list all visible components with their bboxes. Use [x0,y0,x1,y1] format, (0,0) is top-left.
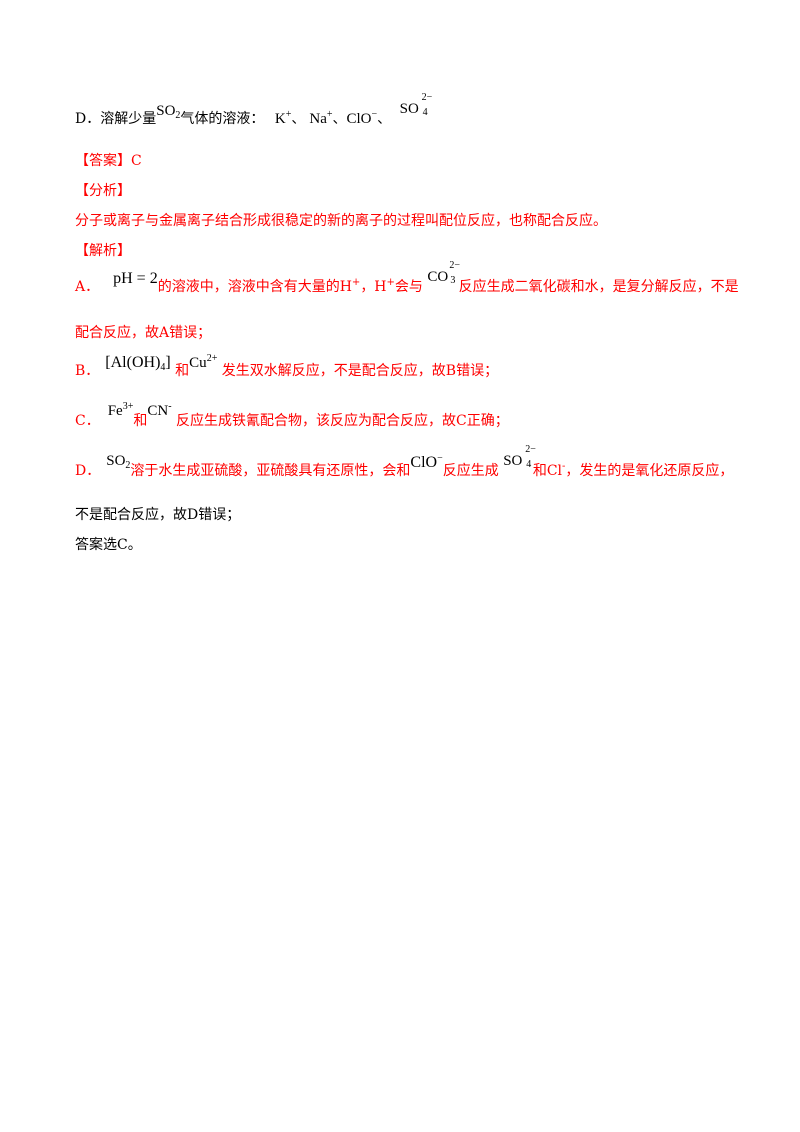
clo-ion-d: ClO− [410,453,443,471]
explanation-d-cont: 不是配合反应，故D错误； [75,507,241,523]
option-d-label: D．溶解少量 [75,111,157,127]
so2-formula-d: SO2 [106,453,131,471]
explanation-a-cont: 配合反应，故A错误； [75,325,212,341]
fe-ion: Fe3+ [107,401,134,419]
cu-ion: Cu2+ [189,353,218,371]
aloh4-complex: [Al(OH)4] [105,354,171,373]
answer-value: C [131,153,142,169]
analysis-text: 分子或离子与金属离子结合形成很稳定的新的离子的过程叫配位反应，也称配合反应。 [75,213,607,229]
conclusion: 答案选C。 [75,537,142,553]
explanation-label: 【解析】 [75,243,131,259]
ph-expression: pH = 2 [113,270,158,287]
so2-formula: SO2 [156,103,181,121]
answer-line: 【答案】C [75,150,142,170]
analysis-label: 【分析】 [75,183,131,199]
explanation-c: C．Fe3+和CN- 反应生成铁氰配合物，该反应为配合反应，故C正确； [75,401,509,429]
cn-ion: CN- [147,401,172,419]
k-ion: K+ [274,109,292,127]
clo-ion: ClO− [346,109,378,127]
explanation-b: B．[Al(OH)4] 和Cu2+ 发生双水解反应，不是配合反应，故B错误； [75,353,499,379]
answer-label: 【答案】 [75,153,131,169]
na-ion: Na+ [309,109,333,127]
